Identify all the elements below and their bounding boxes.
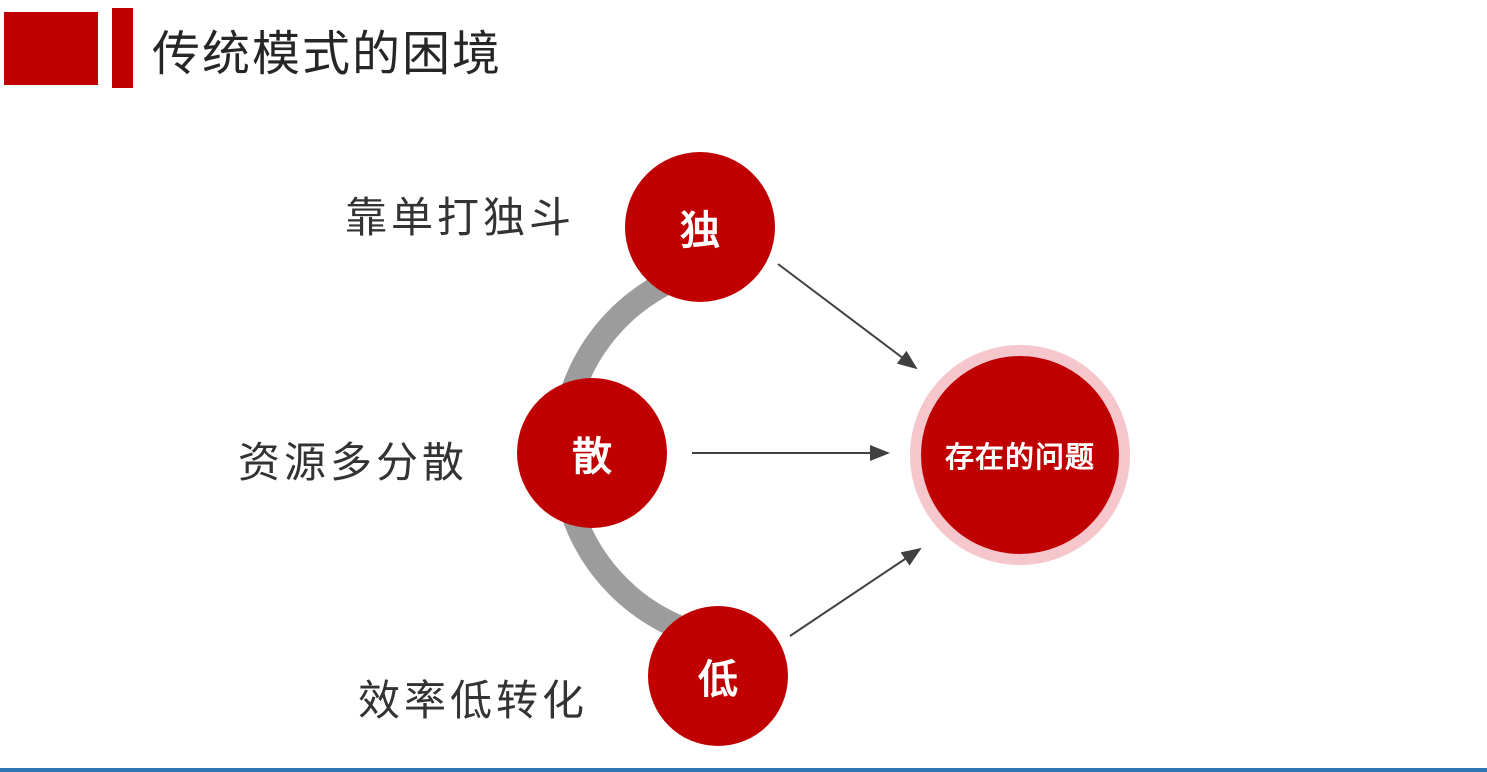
node-circle-di: 低 xyxy=(648,606,788,746)
bottom-accent-line xyxy=(0,768,1487,772)
node-label-di: 低 xyxy=(698,658,738,702)
title-accent-block xyxy=(4,12,98,85)
title-accent-bar xyxy=(112,8,133,88)
annotation-di: 效率低转化 xyxy=(358,677,589,724)
arrow-bottom-icon xyxy=(789,547,922,637)
result-circle: 存在的问题 xyxy=(910,345,1130,565)
node-label-du: 独 xyxy=(680,209,720,253)
node-label-san: 散 xyxy=(572,435,612,479)
node-circle-san: 散 xyxy=(517,378,667,528)
slide-title: 传统模式的困境 xyxy=(152,28,503,81)
node-circle-du: 独 xyxy=(625,152,775,302)
result-label: 存在的问题 xyxy=(944,442,1095,474)
annotation-du: 靠单打独斗 xyxy=(345,194,576,241)
arrow-top-icon xyxy=(777,263,918,370)
annotation-san: 资源多分散 xyxy=(238,439,469,486)
